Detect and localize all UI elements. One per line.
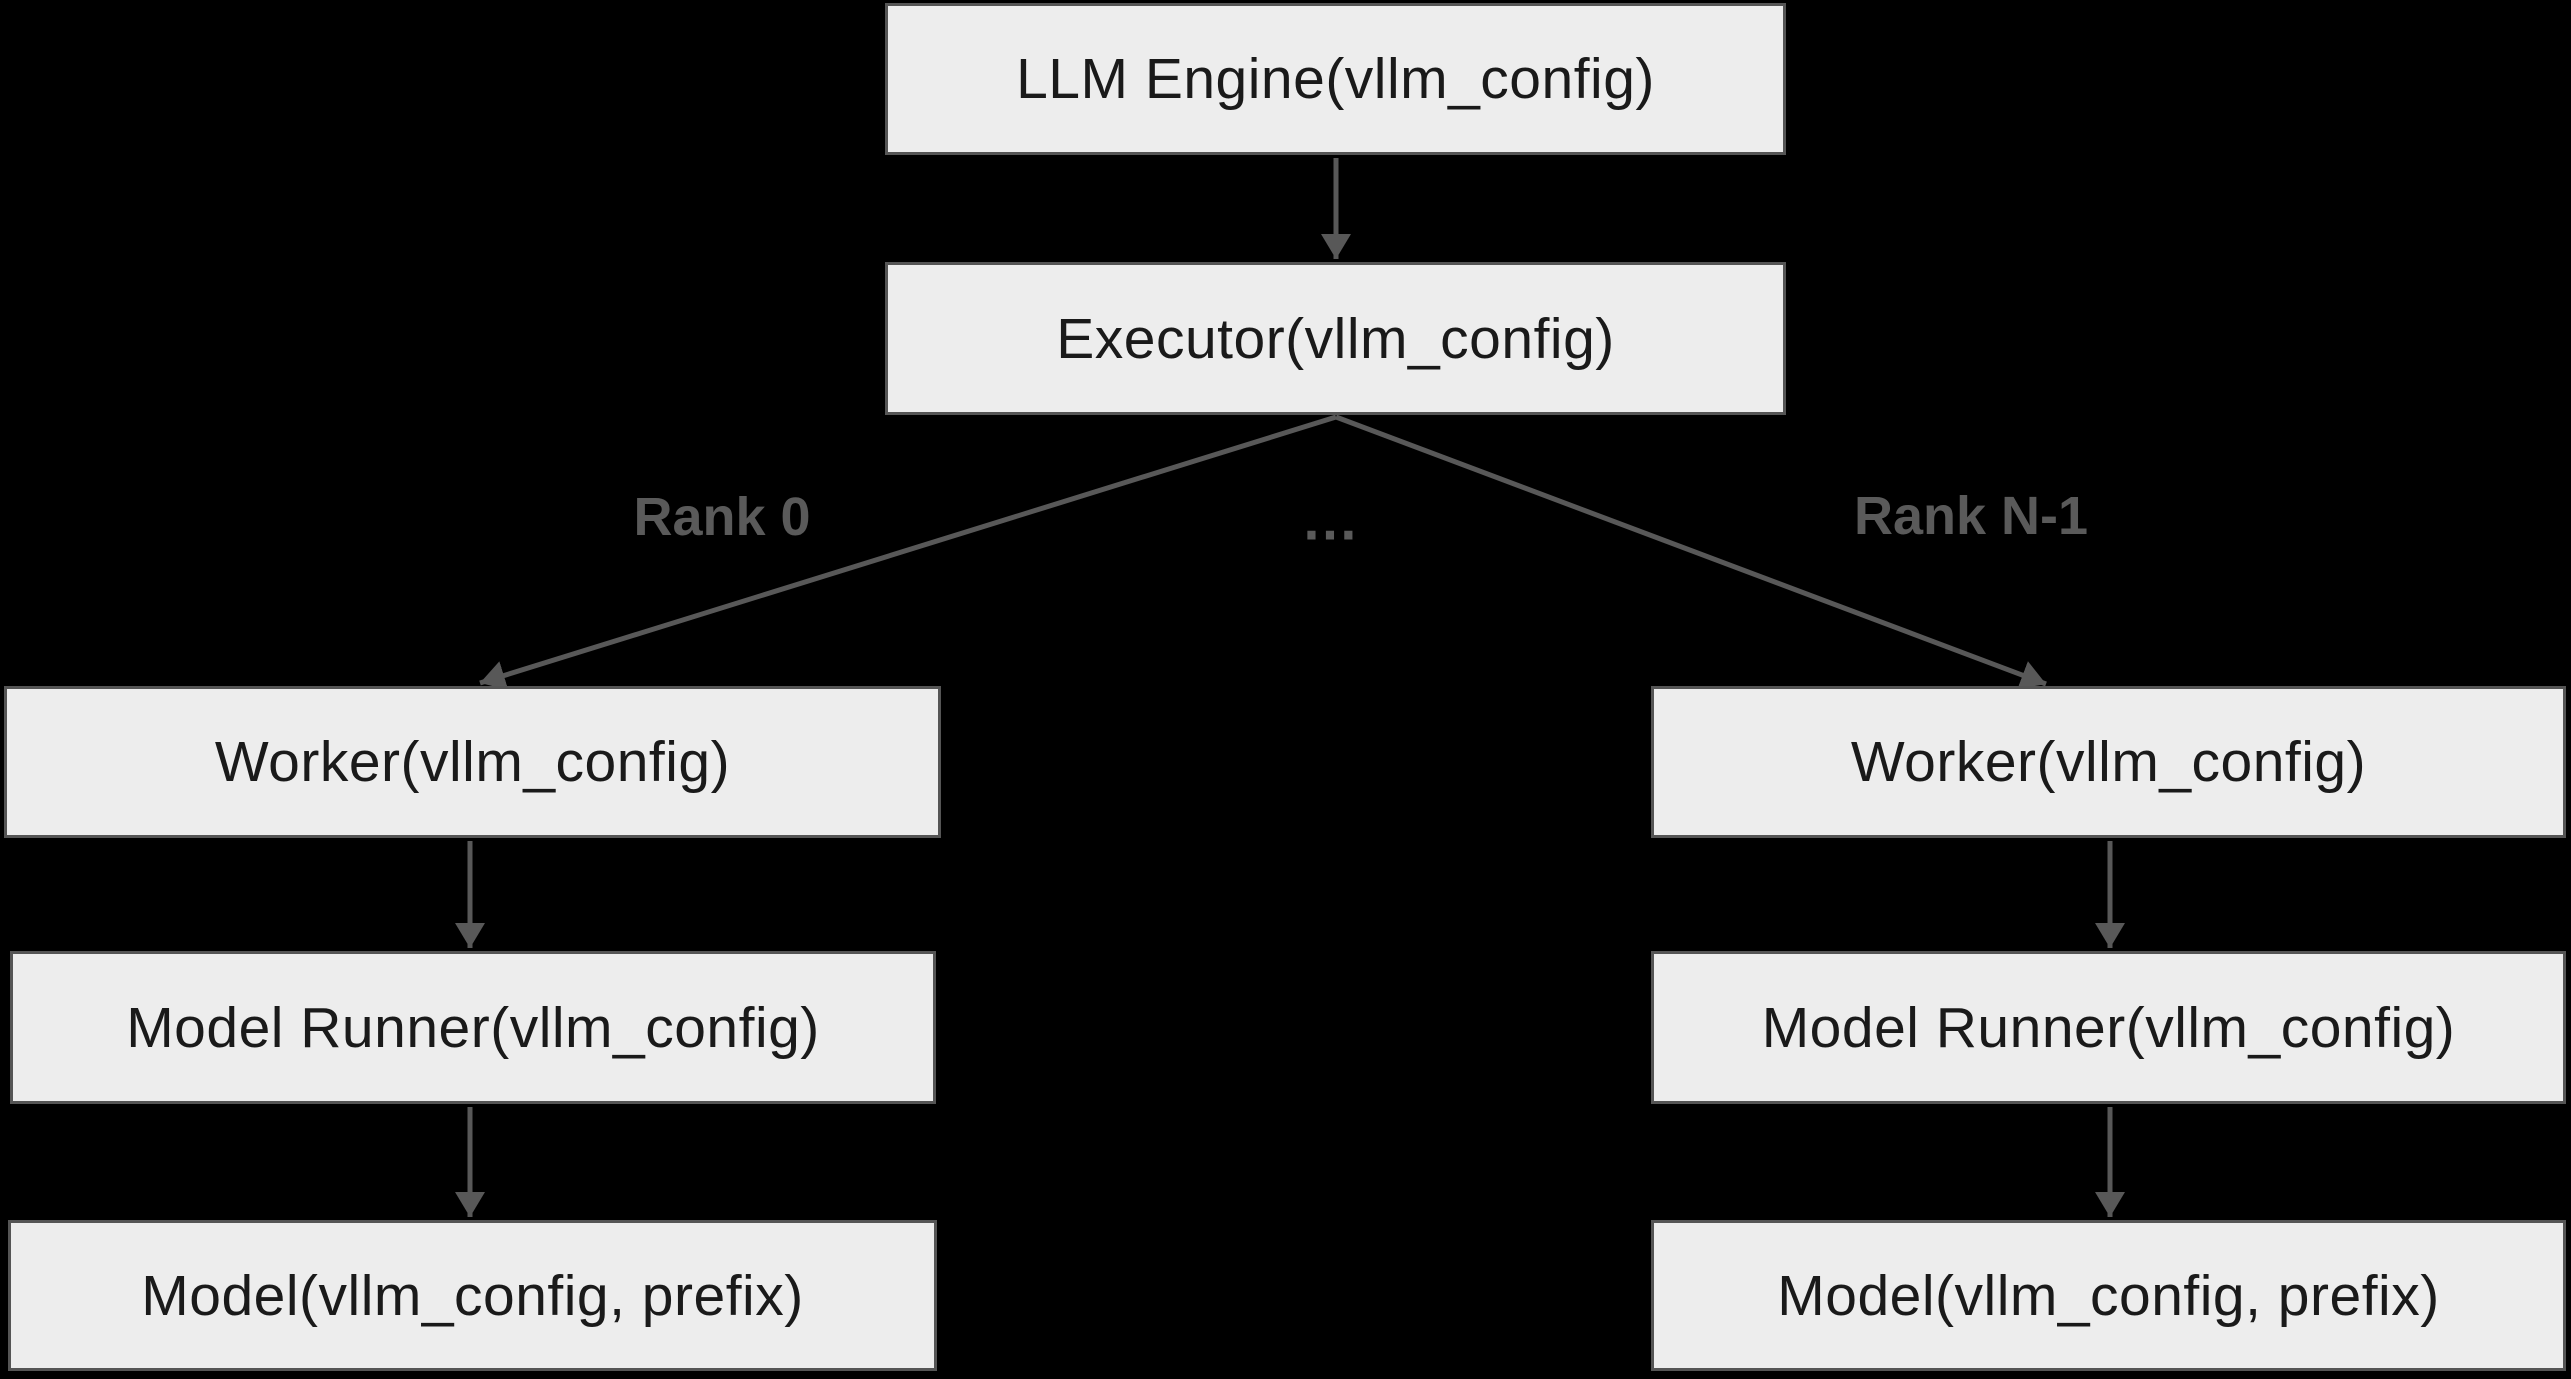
node-executor-label: Executor(vllm_config) <box>1056 306 1615 371</box>
edge-label-rank-n-1: Rank N-1 <box>1853 486 2089 546</box>
edge-label-rank-0: Rank 0 <box>633 487 811 547</box>
node-llm-engine-label: LLM Engine(vllm_config) <box>1016 47 1655 111</box>
node-model-left-label: Model(vllm_config, prefix) <box>141 1263 804 1328</box>
edge-executor-to-worker-right <box>1335 414 2047 690</box>
node-model-runner-left: Model Runner(vllm_config) <box>10 951 936 1104</box>
node-worker-left-label: Worker(vllm_config) <box>214 730 731 794</box>
node-executor: Executor(vllm_config) <box>885 262 1786 415</box>
node-model-right-label: Model(vllm_config, prefix) <box>1777 1263 2440 1328</box>
node-model-runner-right: Model Runner(vllm_config) <box>1651 951 2566 1104</box>
node-model-runner-left-label: Model Runner(vllm_config) <box>126 995 820 1060</box>
node-model-right: Model(vllm_config, prefix) <box>1651 1220 2566 1371</box>
node-worker-right: Worker(vllm_config) <box>1651 686 2566 838</box>
node-worker-left: Worker(vllm_config) <box>4 686 941 838</box>
node-llm-engine: LLM Engine(vllm_config) <box>885 3 1786 155</box>
edge-executor-to-worker-left <box>479 414 1337 690</box>
node-worker-right-label: Worker(vllm_config) <box>1850 730 2367 794</box>
node-model-left: Model(vllm_config, prefix) <box>8 1220 937 1371</box>
node-model-runner-right-label: Model Runner(vllm_config) <box>1761 995 2456 1060</box>
edge-label-ellipsis: … <box>1301 487 1361 553</box>
